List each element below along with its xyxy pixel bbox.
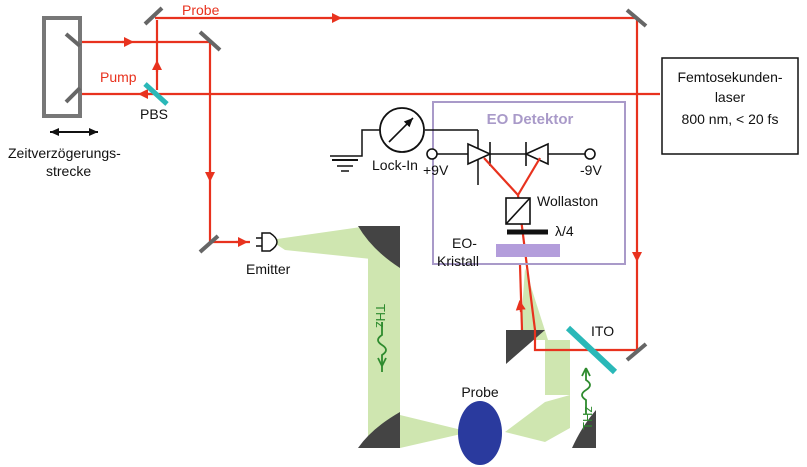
pump-beam-label: Pump — [100, 69, 137, 85]
laser-label-1: Femtosekunden- — [677, 69, 782, 85]
thz-right-label: THz — [580, 406, 595, 430]
lock-in-circuit — [330, 129, 590, 185]
photodiode-icon — [426, 142, 596, 166]
ito-label: ITO — [591, 323, 614, 339]
pulse-icon — [377, 322, 591, 414]
ito-beamsplitter — [565, 325, 618, 375]
wollaston-label: Wollaston — [537, 193, 598, 209]
split-beams — [483, 157, 541, 196]
plane-mirrors — [143, 6, 648, 362]
eo-crystal-label-1: EO- — [452, 235, 477, 251]
eo-crystal — [496, 244, 560, 257]
eo-detector-frame — [432, 101, 626, 265]
lock-in-meter-icon — [379, 107, 425, 153]
thz-left-label: THz — [373, 304, 388, 328]
probe-beam-label: Probe — [182, 2, 220, 18]
quarter-wave-label: λ/4 — [555, 223, 574, 239]
minus-voltage-label: -9V — [580, 162, 602, 178]
delay-line-label-1: Zeitverzögerungs- — [8, 145, 121, 161]
lockin-label: Lock-In — [372, 157, 418, 173]
plus-voltage-label: +9V — [423, 162, 449, 178]
emitter-antenna-icon — [256, 232, 278, 252]
detector-title: EO Detektor — [487, 111, 574, 128]
parabolic-mirrors — [358, 226, 596, 448]
laser-box — [661, 57, 799, 155]
delay-line-retroreflector — [42, 16, 82, 118]
laser-label-2: laser — [715, 89, 746, 105]
sample-icon — [458, 401, 502, 465]
pbs-beamsplitter — [143, 82, 169, 106]
laser-label-3: 800 nm, < 20 fs — [682, 111, 779, 127]
sample-label: Probe — [461, 384, 499, 400]
laser-beams — [60, 13, 660, 352]
eo-crystal-label-2: Kristall — [437, 253, 479, 269]
pbs-label: PBS — [140, 106, 168, 122]
emitter-label: Emitter — [246, 261, 291, 277]
delay-line-label-2: strecke — [46, 163, 91, 179]
wollaston-prism — [505, 197, 531, 225]
